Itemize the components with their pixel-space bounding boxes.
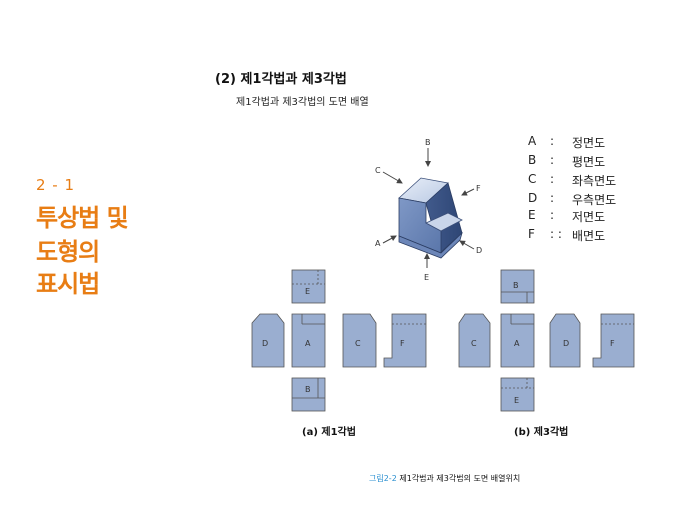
iso-label-c: C [375, 166, 381, 175]
label-right: D [563, 339, 569, 348]
legend-key: B [528, 153, 537, 167]
legend-row-c: C: 좌측면도 [528, 172, 616, 189]
view-center [291, 313, 326, 368]
iso-label-b: B [425, 138, 431, 147]
label-bottom: B [305, 385, 311, 394]
view-direction-arrows [382, 148, 475, 268]
label-right: C [355, 339, 361, 348]
legend-sep: : [550, 153, 555, 167]
view-far-right [592, 313, 635, 368]
label-far-right: F [400, 339, 405, 348]
label-center: A [514, 339, 520, 348]
view-top [500, 269, 535, 304]
view-top [291, 269, 326, 304]
section-title-line-3: 표시법 [36, 270, 100, 298]
figure-number: 그림2-2 [369, 474, 397, 483]
first-angle-labels: E D A C F B [262, 287, 405, 394]
legend-value: 저면도 [572, 210, 606, 224]
label-center: A [305, 339, 311, 348]
view-far-right [383, 313, 427, 368]
legend-row-e: E: 저면도 [528, 208, 605, 225]
legend-value: 평면도 [572, 155, 606, 169]
first-angle-caption: (a) 제1각법 [302, 427, 356, 438]
isometric-block [398, 177, 463, 259]
view-bottom [500, 377, 535, 412]
view-bottom [291, 377, 326, 412]
legend-sep: : [550, 191, 555, 205]
section-title-line-2: 도형의 [36, 238, 100, 266]
iso-label-d: D [476, 246, 482, 255]
third-angle-caption: (b) 제3각법 [514, 427, 569, 438]
iso-direction-labels: B C F A D E [375, 138, 482, 282]
legend-sep: : [550, 208, 555, 222]
page-subheading: 제1각법과 제3각법의 도면 배열 [236, 97, 369, 108]
legend-row-f: F : : 배면도 [528, 227, 605, 244]
legend-key: E [528, 208, 536, 222]
label-far-right: F [610, 339, 615, 348]
iso-label-a: A [375, 239, 381, 248]
first-angle-views [251, 269, 427, 412]
page-heading: (2) 제1각법과 제3각법 [215, 72, 347, 87]
legend-value: 배면도 [572, 229, 606, 243]
view-right [549, 313, 581, 368]
section-title-line-1: 투상법 및 [36, 204, 129, 232]
legend-value: 정면도 [572, 136, 606, 150]
label-left: D [262, 339, 268, 348]
legend-sep: : [550, 172, 555, 186]
legend-key: F [528, 227, 535, 241]
third-angle-views [458, 269, 635, 412]
legend-row-b: B: 평면도 [528, 153, 605, 170]
label-top: E [305, 287, 310, 296]
legend-sep: : : [550, 227, 562, 241]
view-left [251, 313, 285, 368]
iso-label-f: F [476, 184, 481, 193]
figure-caption-text: 제1각법과 제3각법의 도면 배열위치 [396, 474, 521, 483]
legend-key: D [528, 191, 538, 205]
figure-caption: 그림2-2 제1각법과 제3각법의 도면 배열위치 [369, 473, 520, 484]
legend-value: 좌측면도 [572, 174, 617, 188]
legend-value: 우측면도 [572, 193, 617, 207]
label-left: C [471, 339, 477, 348]
third-angle-labels: B C A D F E [471, 281, 615, 405]
iso-label-e: E [424, 273, 429, 282]
legend-row-d: D: 우측면도 [528, 191, 616, 208]
label-bottom: E [514, 396, 519, 405]
view-center [500, 313, 535, 368]
legend-sep: : [550, 134, 555, 148]
legend-key: A [528, 134, 537, 148]
view-right [342, 313, 377, 368]
label-top: B [513, 281, 519, 290]
legend-row-a: A: 정면도 [528, 134, 605, 151]
section-number: 2 - 1 [36, 176, 76, 194]
view-left [458, 313, 491, 368]
legend-key: C [528, 172, 537, 186]
